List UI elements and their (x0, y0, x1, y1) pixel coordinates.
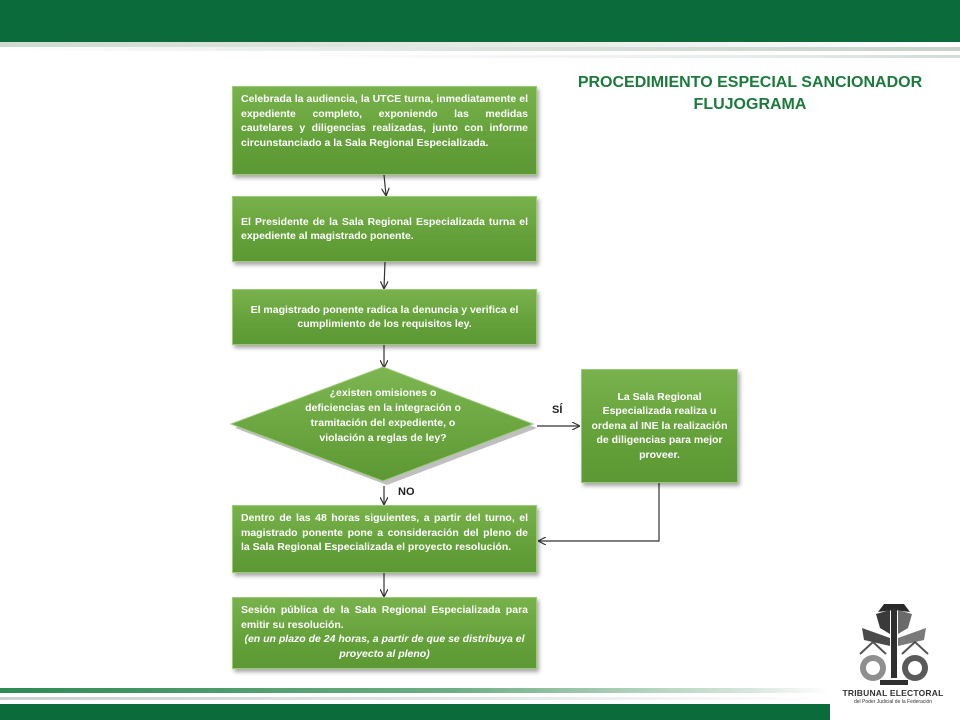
header-stripe (0, 55, 960, 58)
header-stripe (0, 47, 960, 51)
footer-stripe (0, 688, 830, 693)
flow-step-text: El magistrado ponente radica la denuncia… (250, 303, 519, 331)
decision-text: ¿existen omisiones o deficiencias en la … (305, 387, 461, 444)
yes-label: SÍ (552, 404, 563, 416)
flow-step-proyecto: Dentro de las 48 horas siguientes, a par… (232, 505, 537, 573)
header-stripe (0, 42, 960, 47)
flow-step-radica: El magistrado ponente radica la denuncia… (232, 289, 537, 345)
title-line-2: FLUJOGRAMA (693, 96, 807, 113)
footer-stripe (0, 697, 830, 700)
page-title: PROCEDIMIENTO ESPECIAL SANCIONADOR FLUJO… (560, 72, 940, 116)
flow-step-audiencia: Celebrada la audiencia, la UTCE turna, i… (232, 86, 537, 175)
flow-step-diligencias: La Sala Regional Especializada realiza u… (581, 369, 738, 483)
flow-step-text: El Presidente de la Sala Regional Especi… (241, 215, 528, 243)
flow-step-text: Dentro de las 48 horas siguientes, a par… (241, 512, 528, 553)
decision-node: ¿existen omisiones o deficiencias en la … (229, 366, 537, 486)
logo-subtitle: del Poder Judicial de la Federación (853, 699, 933, 705)
flow-step-text: Celebrada la audiencia, la UTCE turna, i… (241, 93, 528, 149)
flow-step-text: Sesión pública de la Sala Regional Espec… (241, 604, 528, 631)
arrow-yes-return (539, 483, 660, 541)
title-line-1: PROCEDIMIENTO ESPECIAL SANCIONADOR (577, 74, 923, 91)
arrow-step1-step2 (384, 174, 386, 195)
footer-band (0, 704, 830, 720)
scales-of-justice-emblem-icon (859, 604, 929, 685)
tribunal-logo: TRIBUNAL ELECTORAL del Poder Judicial de… (840, 598, 946, 710)
header-band (0, 0, 960, 42)
flow-step-note: (en un plazo de 24 horas, a partir de qu… (244, 633, 525, 660)
flow-step-sesion: Sesión pública de la Sala Regional Espec… (232, 597, 537, 669)
flow-step-text: La Sala Regional Especializada realiza u… (591, 390, 728, 461)
no-label: NO (398, 486, 415, 498)
logo-title: TRIBUNAL ELECTORAL (842, 688, 944, 698)
flow-step-presidente: El Presidente de la Sala Regional Especi… (232, 196, 537, 262)
decision-diamond-shape (229, 366, 537, 485)
arrow-step2-step3 (384, 261, 385, 288)
